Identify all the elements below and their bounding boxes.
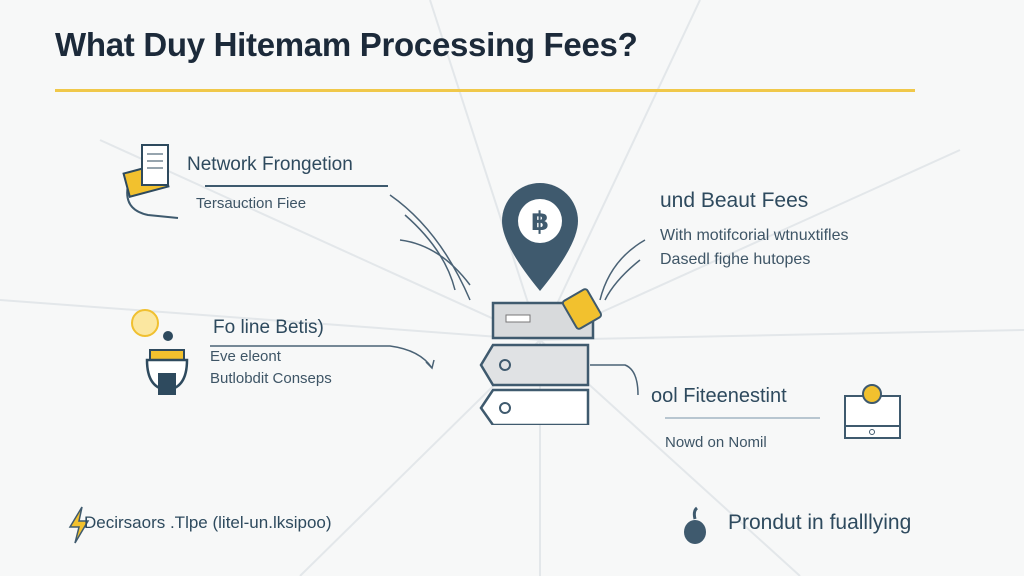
network-sub: Tersauction Fiee <box>196 195 307 212</box>
page-title: What Duy Hitemam Processing Fees? <box>55 26 638 63</box>
robot-coin-icon <box>131 309 189 395</box>
lightning-icon <box>68 506 90 544</box>
bitcoin-pin-server-icon: ฿ <box>479 183 603 425</box>
laptop-pin-icon <box>844 384 901 439</box>
document-wallet-icon <box>122 144 179 219</box>
foline-line1: Eve eleont <box>210 348 281 365</box>
beaut-line2: Dasedl fighe hutopes <box>660 251 811 268</box>
beaut-heading: und Beaut Fees <box>660 189 809 212</box>
title-divider <box>55 89 915 92</box>
footer-right-text: Prondut in fualllying <box>728 511 912 534</box>
beaut-line1: With motifcorial wtnuxtifles <box>660 227 849 244</box>
bitcoin-symbol: ฿ <box>531 207 549 237</box>
apple-icon <box>684 506 706 544</box>
pool-heading: ool Fiteenestint <box>651 385 787 407</box>
network-underline <box>205 185 388 187</box>
foline-heading: Fo line Betis) <box>213 317 324 338</box>
foline-line2: Butlobdit Conseps <box>210 370 332 387</box>
pool-sub: Nowd on Nomil <box>665 434 767 451</box>
network-heading: Network Frongetion <box>187 154 353 175</box>
footer-left-text: Decirsaors .Tlpe (litel-un.lksipoo) <box>84 513 332 532</box>
